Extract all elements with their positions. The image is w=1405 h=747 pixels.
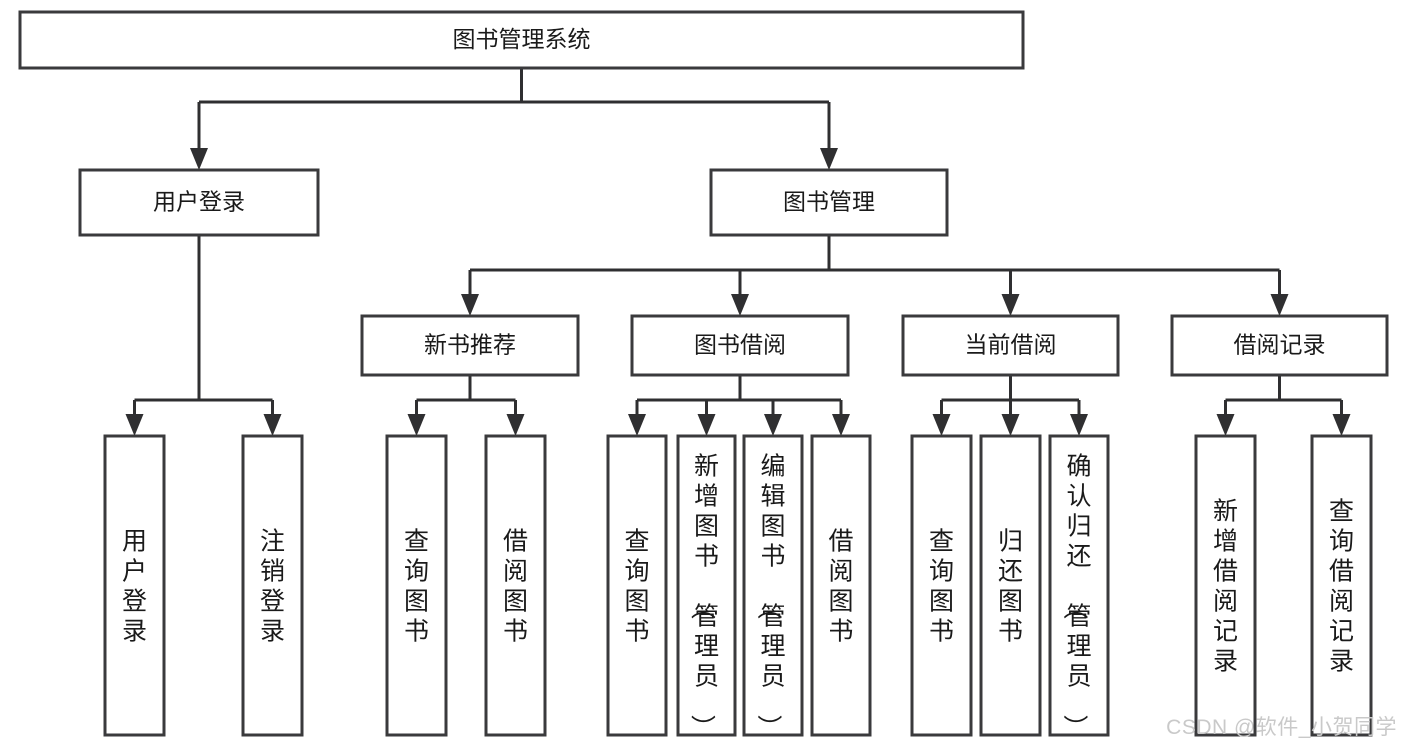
node-box-leaf-return-book[interactable] bbox=[979, 434, 1042, 737]
node-box-leaf-query-book-current[interactable] bbox=[910, 434, 973, 737]
node-label-user-login: 用户登录 bbox=[153, 189, 245, 215]
node-box-leaf-confirm-return-admin[interactable] bbox=[1048, 434, 1110, 737]
node-leaf-logout[interactable]: 注销登录 bbox=[241, 434, 304, 737]
connector-layer bbox=[125, 68, 1351, 436]
node-leaf-edit-book-admin[interactable]: 编辑图书（管理员） bbox=[742, 434, 804, 740]
node-label-leaf-logout: 注销登录 bbox=[260, 528, 285, 646]
node-leaf-query-book-current[interactable]: 查询图书 bbox=[910, 434, 973, 737]
node-box-leaf-edit-book-admin[interactable] bbox=[742, 434, 804, 737]
arrow-head-icon bbox=[731, 294, 749, 316]
node-box-leaf-borrow-book[interactable] bbox=[810, 434, 872, 737]
arrow-head-icon bbox=[263, 414, 282, 436]
node-label-root: 图书管理系统 bbox=[453, 26, 591, 52]
node-label-leaf-add-borrow-record: 新增借阅记录 bbox=[1213, 498, 1238, 676]
node-box-leaf-borrow-book-recommend[interactable] bbox=[484, 434, 547, 737]
node-leaf-query-borrow-record[interactable]: 查询借阅记录 bbox=[1310, 434, 1373, 737]
node-label-leaf-user-login: 用户登录 bbox=[122, 528, 147, 646]
node-leaf-return-book[interactable]: 归还图书 bbox=[979, 434, 1042, 737]
node-label-leaf-borrow-book: 借阅图书 bbox=[828, 528, 853, 646]
node-box-new-book-recommend[interactable] bbox=[360, 314, 580, 377]
node-leaf-confirm-return-admin[interactable]: 确认归还（管理员） bbox=[1048, 434, 1110, 740]
node-box-book-management[interactable] bbox=[709, 168, 949, 237]
node-label-leaf-borrow-book-recommend: 借阅图书 bbox=[503, 528, 528, 646]
node-box-leaf-add-borrow-record[interactable] bbox=[1194, 434, 1257, 737]
node-user-login[interactable]: 用户登录 bbox=[78, 168, 320, 237]
node-leaf-query-book-recommend[interactable]: 查询图书 bbox=[385, 434, 448, 737]
node-box-current-borrow[interactable] bbox=[901, 314, 1120, 377]
node-leaf-add-book-admin[interactable]: 新增图书（管理员） bbox=[676, 434, 737, 740]
arrow-head-icon bbox=[506, 414, 525, 436]
arrow-head-icon bbox=[1270, 294, 1289, 316]
arrow-head-icon bbox=[628, 414, 646, 436]
arrow-head-icon bbox=[697, 414, 716, 436]
node-box-leaf-query-borrow-record[interactable] bbox=[1310, 434, 1373, 737]
node-label-leaf-edit-book-admin: 编辑图书（管理员） bbox=[754, 453, 785, 740]
node-label-leaf-query-book-current: 查询图书 bbox=[929, 528, 954, 646]
node-book-borrow[interactable]: 图书借阅 bbox=[630, 314, 850, 377]
arrow-head-icon bbox=[764, 414, 782, 436]
arrow-head-icon bbox=[1001, 414, 1020, 436]
node-label-book-borrow: 图书借阅 bbox=[694, 332, 786, 358]
node-box-leaf-add-book-admin[interactable] bbox=[676, 434, 737, 737]
node-label-new-book-recommend: 新书推荐 bbox=[424, 332, 516, 358]
node-label-leaf-return-book: 归还图书 bbox=[998, 528, 1023, 646]
node-leaf-borrow-book[interactable]: 借阅图书 bbox=[810, 434, 872, 737]
node-leaf-add-borrow-record[interactable]: 新增借阅记录 bbox=[1194, 434, 1257, 737]
arrow-head-icon bbox=[125, 414, 144, 436]
arrow-head-icon bbox=[820, 148, 838, 170]
node-current-borrow[interactable]: 当前借阅 bbox=[901, 314, 1120, 377]
node-box-root[interactable] bbox=[18, 10, 1025, 70]
arrow-head-icon bbox=[407, 414, 426, 436]
node-new-book-recommend[interactable]: 新书推荐 bbox=[360, 314, 580, 377]
arrow-head-icon bbox=[1332, 414, 1351, 436]
node-borrow-record[interactable]: 借阅记录 bbox=[1170, 314, 1389, 377]
node-label-leaf-add-book-admin: 新增图书（管理员） bbox=[688, 453, 719, 740]
node-label-leaf-confirm-return-admin: 确认归还（管理员） bbox=[1060, 453, 1091, 740]
node-label-leaf-query-book-borrow: 查询图书 bbox=[624, 528, 649, 646]
csdn-watermark: CSDN @软件_小贺同学 bbox=[1166, 716, 1397, 739]
node-label-leaf-query-book-recommend: 查询图书 bbox=[404, 528, 429, 646]
node-box-leaf-query-book-recommend[interactable] bbox=[385, 434, 448, 737]
node-leaf-borrow-book-recommend[interactable]: 借阅图书 bbox=[484, 434, 547, 737]
node-box-user-login[interactable] bbox=[78, 168, 320, 237]
arrow-head-icon bbox=[1001, 294, 1020, 316]
node-box-leaf-user-login[interactable] bbox=[103, 434, 166, 737]
node-box-leaf-logout[interactable] bbox=[241, 434, 304, 737]
node-label-current-borrow: 当前借阅 bbox=[965, 332, 1057, 358]
node-layer: 图书管理系统用户登录图书管理新书推荐图书借阅当前借阅借阅记录用户登录注销登录查询… bbox=[18, 10, 1389, 740]
node-box-book-borrow[interactable] bbox=[630, 314, 850, 377]
arrow-head-icon bbox=[461, 294, 479, 316]
node-leaf-user-login[interactable]: 用户登录 bbox=[103, 434, 166, 737]
node-leaf-query-book-borrow[interactable]: 查询图书 bbox=[606, 434, 668, 737]
node-box-leaf-query-book-borrow[interactable] bbox=[606, 434, 668, 737]
arrow-head-icon bbox=[832, 414, 850, 436]
arrow-head-icon bbox=[1216, 414, 1235, 436]
node-box-borrow-record[interactable] bbox=[1170, 314, 1389, 377]
node-label-leaf-query-borrow-record: 查询借阅记录 bbox=[1329, 498, 1354, 676]
node-label-borrow-record: 借阅记录 bbox=[1234, 332, 1326, 358]
node-book-management[interactable]: 图书管理 bbox=[709, 168, 949, 237]
arrow-head-icon bbox=[1070, 414, 1088, 436]
arrow-head-icon bbox=[190, 148, 208, 170]
node-root[interactable]: 图书管理系统 bbox=[18, 10, 1025, 70]
arrow-head-icon bbox=[932, 414, 951, 436]
node-label-book-management: 图书管理 bbox=[783, 189, 875, 215]
